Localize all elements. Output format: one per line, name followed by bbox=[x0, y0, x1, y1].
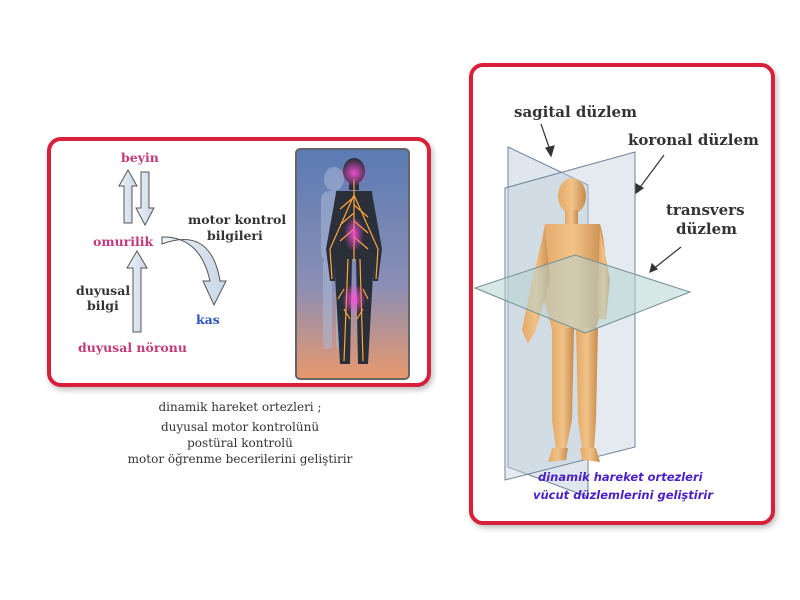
label-motor-control: motor kontrol bbox=[188, 212, 287, 227]
down-arrow bbox=[135, 171, 155, 227]
label-spinal-cord: omurilik bbox=[93, 234, 154, 249]
label-sagittal-plane: sagital düzlem bbox=[514, 103, 637, 121]
caption-line-3: postüral kontrolü bbox=[187, 436, 293, 450]
right-caption-2: vücut düzlemlerini geliştirir bbox=[533, 488, 713, 502]
label-coronal-plane: koronal düzlem bbox=[628, 131, 759, 149]
transverse-plane bbox=[473, 254, 692, 334]
caption-line-2: duyusal motor kontrolünü bbox=[160, 420, 320, 434]
label-motor-info: bilgileri bbox=[207, 228, 263, 243]
label-info: bilgi bbox=[87, 298, 119, 313]
label-transverse-1: transvers bbox=[666, 201, 745, 219]
nervous-system-figure bbox=[295, 148, 410, 380]
caption-line-1: dinamik hareket ortezleri ; bbox=[158, 400, 322, 414]
up-arrow bbox=[118, 168, 138, 224]
label-sensory: duyusal bbox=[76, 283, 131, 298]
right-caption-1: dinamik hareket ortezleri bbox=[538, 470, 703, 484]
label-muscle: kas bbox=[196, 312, 220, 327]
caption-line-4: motor öğrenme becerilerini geliştirir bbox=[127, 452, 353, 466]
label-sensory-neuron: duyusal nöronu bbox=[78, 340, 187, 355]
transverse-pointer bbox=[651, 246, 682, 271]
label-brain: beyin bbox=[121, 150, 159, 165]
coronal-pointer bbox=[637, 154, 665, 191]
curved-arrow-to-muscle bbox=[161, 236, 227, 307]
label-transverse-2: düzlem bbox=[676, 220, 738, 238]
sensory-up-arrow bbox=[126, 250, 148, 333]
